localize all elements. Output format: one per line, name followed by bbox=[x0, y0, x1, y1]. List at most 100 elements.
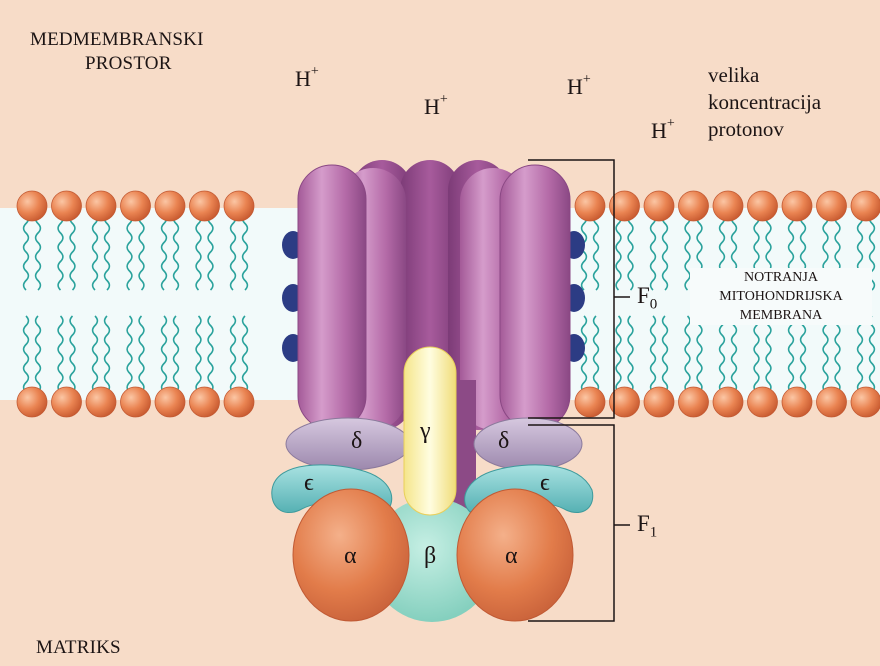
lipid-tail-upper bbox=[34, 213, 42, 291]
lipid-tail-lower bbox=[22, 315, 30, 393]
lipid-heads bbox=[16, 190, 880, 418]
lipid-tail-lower bbox=[799, 315, 807, 393]
intermembrane-space-line-1: MEDMEMBRANSKI bbox=[30, 29, 204, 50]
lipid-head bbox=[643, 190, 675, 222]
lipid-head bbox=[643, 386, 675, 418]
inner-membrane-line-2: MITOHONDRIJSKA bbox=[719, 289, 843, 304]
lipid-tail-lower bbox=[91, 315, 99, 393]
lipid-tail-lower bbox=[684, 315, 691, 393]
proton-label-3: H+ bbox=[567, 71, 591, 99]
lipid-head bbox=[16, 190, 48, 222]
lipid-head bbox=[781, 386, 813, 418]
lipid-head bbox=[712, 386, 744, 418]
lipid-tail-lower bbox=[615, 315, 622, 393]
lipid-tail-upper bbox=[615, 213, 622, 291]
lipid-head bbox=[189, 386, 220, 418]
high-concentration-line-1: velika bbox=[708, 63, 760, 87]
lipid-head bbox=[16, 386, 48, 418]
lipid-head bbox=[85, 190, 117, 222]
lipid-tail-upper bbox=[103, 213, 111, 291]
delta-right-label: δ bbox=[498, 428, 510, 454]
lipid-tail-upper bbox=[69, 213, 76, 291]
lipid-tail-lower bbox=[69, 315, 76, 393]
intermembrane-space-line-2: PROSTOR bbox=[85, 53, 172, 74]
lipid-tail-lower bbox=[592, 315, 600, 393]
f0-label: F0 bbox=[637, 283, 658, 313]
lipid-tail-lower bbox=[696, 315, 703, 393]
lipid-tail-upper bbox=[627, 213, 634, 291]
lipid-head bbox=[120, 386, 151, 418]
alpha-left-shape bbox=[292, 488, 410, 622]
lipid-tail-lower bbox=[241, 315, 249, 393]
lipid-head bbox=[154, 386, 186, 418]
alpha-left-label: α bbox=[344, 543, 357, 569]
delta-left-label: δ bbox=[351, 428, 363, 454]
lipid-tail-lower bbox=[661, 315, 669, 393]
lipid-tail-lower bbox=[229, 315, 237, 393]
lipid-tail-lower bbox=[856, 315, 864, 393]
alpha-right-label: α bbox=[505, 543, 518, 569]
lipid-head bbox=[574, 190, 606, 222]
lipid-tail-lower bbox=[195, 315, 202, 393]
lipid-tail-upper bbox=[22, 213, 30, 291]
inner-membrane-line-1: NOTRANJA bbox=[744, 270, 818, 285]
lipid-head bbox=[747, 386, 778, 418]
c-ring-front-right bbox=[499, 164, 571, 431]
lipid-head bbox=[678, 190, 709, 222]
lipid-tail-upper bbox=[160, 213, 168, 291]
proton-label-1: H+ bbox=[295, 63, 319, 91]
lipid-head bbox=[609, 190, 640, 222]
intermembrane-space-label: MEDMEMBRANSKI PROSTOR bbox=[30, 28, 204, 76]
gamma-shape bbox=[403, 346, 457, 516]
lipid-tail-lower bbox=[57, 315, 64, 393]
lipid-tail-lower bbox=[160, 315, 168, 393]
lipid-head bbox=[574, 386, 606, 418]
lipid-head bbox=[712, 190, 744, 222]
inner-membrane-line-3: MEMBRANA bbox=[739, 308, 823, 323]
f1-label: F1 bbox=[637, 511, 658, 541]
lipid-tail-upper bbox=[649, 213, 657, 291]
lipid-head bbox=[85, 386, 117, 418]
delta-right-shape bbox=[473, 417, 583, 471]
lipid-head bbox=[747, 190, 778, 222]
lipid-tail-lower bbox=[868, 315, 876, 393]
epsilon-left-label: ϵ bbox=[304, 470, 314, 496]
lipid-tail-upper bbox=[592, 213, 600, 291]
lipid-head bbox=[223, 386, 255, 418]
lipid-tail-lower bbox=[126, 315, 133, 393]
lipid-tail-lower bbox=[787, 315, 795, 393]
lipid-head bbox=[816, 386, 847, 418]
lipid-head bbox=[816, 190, 847, 222]
lipid-head bbox=[51, 386, 82, 418]
lipid-tail-upper bbox=[684, 213, 691, 291]
lipid-tail-upper bbox=[241, 213, 249, 291]
lipid-tail-lower bbox=[753, 315, 760, 393]
lipid-tail-lower bbox=[765, 315, 772, 393]
lipid-tail-upper bbox=[138, 213, 145, 291]
proton-label-2: H+ bbox=[424, 91, 448, 119]
lipid-head bbox=[678, 386, 709, 418]
lipid-head bbox=[850, 386, 880, 418]
lipid-tail-lower bbox=[172, 315, 180, 393]
lipid-head bbox=[223, 190, 255, 222]
lipid-tails bbox=[22, 213, 876, 393]
lipid-tail-lower bbox=[34, 315, 42, 393]
lipid-head bbox=[120, 190, 151, 222]
lipid-tail-lower bbox=[580, 315, 588, 393]
lipid-tail-lower bbox=[834, 315, 841, 393]
lipid-tail-upper bbox=[172, 213, 180, 291]
beta-label: β bbox=[424, 543, 437, 569]
lipid-tail-lower bbox=[730, 315, 738, 393]
matrix-label: MATRIKS bbox=[36, 637, 121, 658]
lipid-tail-lower bbox=[822, 315, 829, 393]
inner-membrane-label: NOTRANJA MITOHONDRIJSKA MEMBRANA bbox=[690, 268, 872, 325]
lipid-head bbox=[154, 190, 186, 222]
lipid-tail-upper bbox=[661, 213, 669, 291]
alpha-right-shape bbox=[456, 488, 574, 622]
lipid-tail-lower bbox=[138, 315, 145, 393]
lipid-tail-upper bbox=[57, 213, 64, 291]
c-ring-front-left bbox=[297, 164, 367, 431]
lipid-head bbox=[850, 190, 880, 222]
lipid-head bbox=[781, 190, 813, 222]
